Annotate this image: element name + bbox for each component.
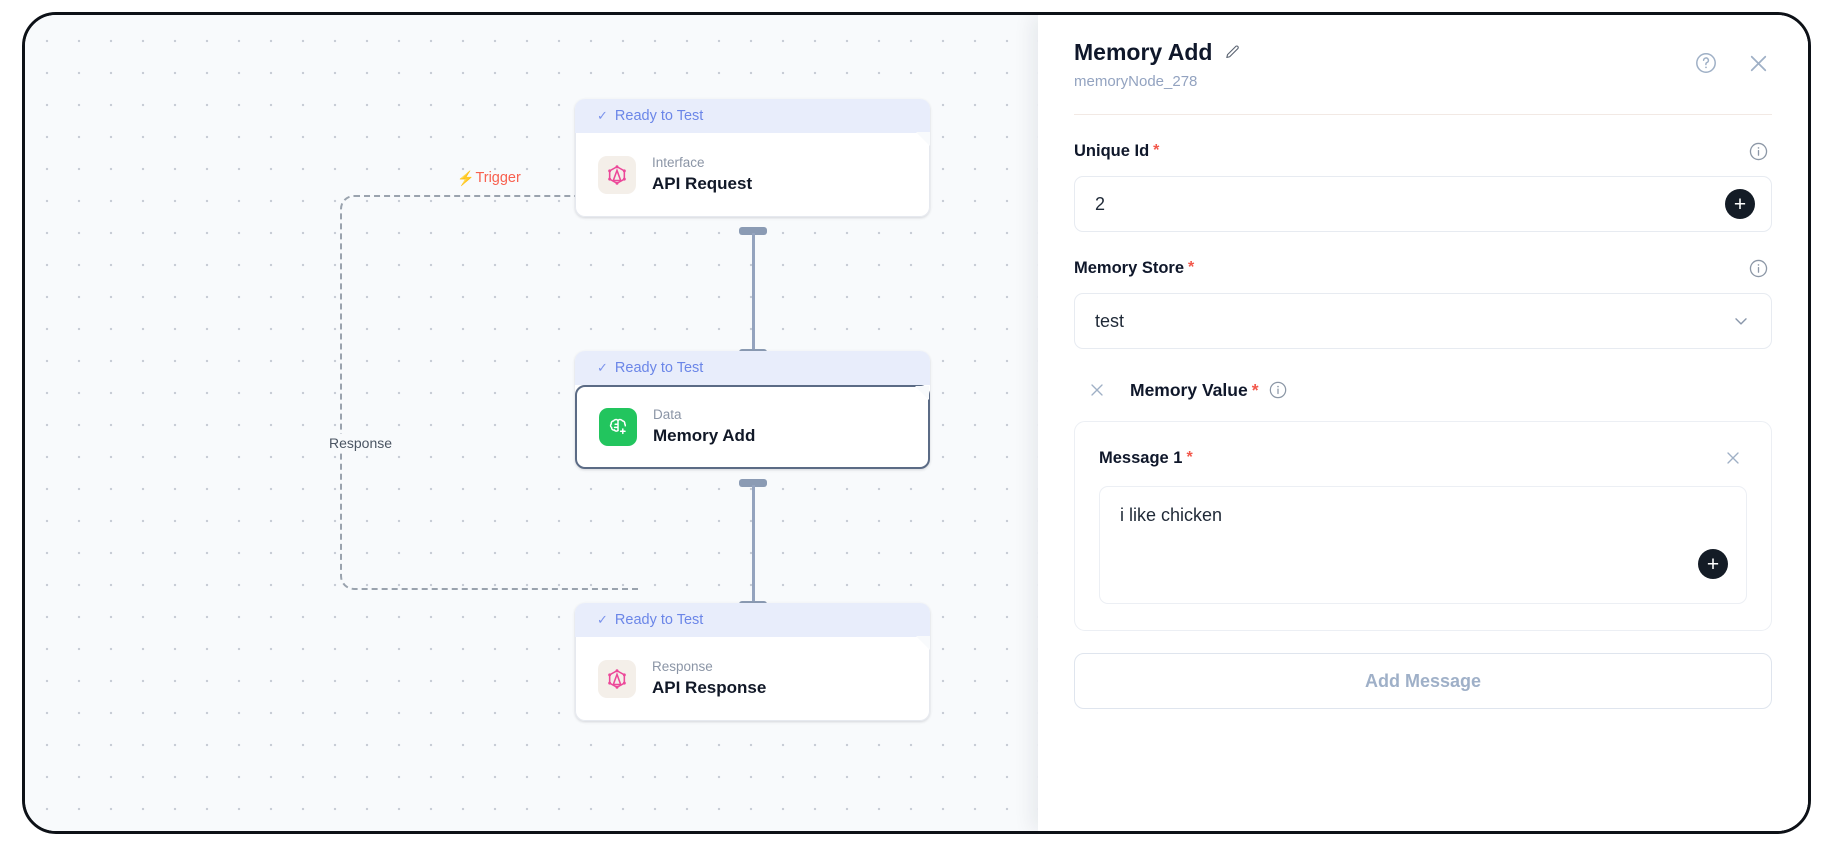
message-textarea[interactable]: i like chicken + — [1099, 486, 1747, 605]
trigger-response-connector — [340, 195, 640, 590]
app-window: ⚡ Trigger Response ✓ Ready to Test — [22, 12, 1811, 834]
header-divider — [1074, 114, 1772, 116]
memory-store-label: Memory Store — [1074, 258, 1185, 277]
node-body[interactable]: Response API Response — [575, 636, 930, 721]
node-status-banner: ✓ Ready to Test — [575, 351, 930, 385]
page-title: Memory Add — [1074, 39, 1213, 65]
message-card: Message 1 * i like chicken + — [1074, 421, 1772, 632]
memory-store-value: test — [1095, 310, 1125, 331]
trigger-edge-label-text: Trigger — [475, 170, 521, 186]
node-settings-panel: Memory Add memoryNode_278 — [1038, 15, 1808, 831]
brain-plus-icon — [599, 408, 637, 446]
plus-icon[interactable]: + — [1698, 549, 1728, 580]
memory-store-select[interactable]: test — [1074, 293, 1772, 350]
trigger-edge-label: ⚡ Trigger — [457, 170, 521, 186]
response-edge-label: Response — [325, 434, 397, 452]
node-title: API Response — [652, 677, 767, 697]
edge-handle-top[interactable] — [739, 479, 767, 487]
panel-body: Unique Id * 2 + — [1038, 115, 1808, 710]
node-title: Memory Add — [653, 426, 756, 446]
edge-memory-to-response[interactable] — [733, 479, 773, 609]
check-icon: ✓ — [597, 612, 608, 627]
unique-id-input[interactable]: 2 + — [1074, 176, 1772, 233]
required-marker: * — [1251, 379, 1259, 400]
node-api-request[interactable]: ✓ Ready to Test — [575, 99, 930, 217]
required-marker: * — [1186, 449, 1193, 467]
field-memory-store: Memory Store * test — [1074, 254, 1772, 350]
close-icon[interactable] — [1086, 379, 1108, 401]
unique-id-label: Unique Id — [1074, 141, 1150, 160]
help-circle-icon[interactable] — [1692, 49, 1720, 77]
check-icon: ✓ — [597, 360, 608, 375]
node-memory-add[interactable]: ✓ Ready to Test Data Memory Add — [575, 351, 930, 469]
pencil-icon[interactable] — [1221, 41, 1243, 63]
node-status-text: Ready to Test — [614, 612, 704, 628]
memory-value-label: Memory Value — [1130, 379, 1248, 400]
field-unique-id: Unique Id * 2 + — [1074, 137, 1772, 233]
lightning-bolt-icon: ⚡ — [457, 170, 475, 186]
required-marker: * — [1153, 142, 1160, 160]
node-id-label: memoryNode_278 — [1074, 73, 1198, 91]
required-marker: * — [1188, 259, 1195, 277]
node-api-response[interactable]: ✓ Ready to Test — [575, 603, 930, 721]
close-icon[interactable] — [1719, 444, 1747, 472]
graphql-icon — [598, 155, 636, 194]
close-icon[interactable] — [1744, 49, 1772, 77]
edge-handle-top[interactable] — [739, 227, 767, 235]
message-label: Message 1 — [1099, 448, 1183, 467]
memory-value-header: Memory Value * — [1086, 379, 1772, 401]
edge-line — [752, 233, 755, 351]
node-title: API Request — [652, 173, 753, 193]
chevron-down-icon — [1731, 311, 1751, 331]
panel-title-row: Memory Add — [1074, 39, 1692, 65]
info-icon[interactable] — [1267, 379, 1289, 401]
add-message-button[interactable]: Add Message — [1074, 653, 1772, 710]
node-category: Interface — [652, 154, 705, 170]
node-category: Data — [653, 407, 682, 423]
node-category: Response — [652, 658, 713, 674]
node-body[interactable]: Data Memory Add — [575, 385, 930, 469]
node-status-text: Ready to Test — [614, 108, 704, 124]
node-status-text: Ready to Test — [614, 360, 704, 376]
unique-id-value: 2 — [1095, 193, 1106, 214]
node-status-banner: ✓ Ready to Test — [575, 603, 930, 637]
graphql-icon — [598, 659, 636, 698]
message-value: i like chicken — [1120, 505, 1223, 526]
node-status-banner: ✓ Ready to Test — [575, 99, 930, 133]
edge-line — [752, 485, 755, 603]
info-icon[interactable] — [1744, 254, 1772, 282]
check-icon: ✓ — [597, 108, 608, 123]
panel-header: Memory Add memoryNode_278 — [1038, 15, 1808, 90]
plus-icon[interactable]: + — [1725, 189, 1755, 220]
node-body[interactable]: Interface API Request — [575, 132, 930, 217]
edge-request-to-memory[interactable] — [733, 227, 773, 357]
info-icon[interactable] — [1744, 137, 1772, 165]
